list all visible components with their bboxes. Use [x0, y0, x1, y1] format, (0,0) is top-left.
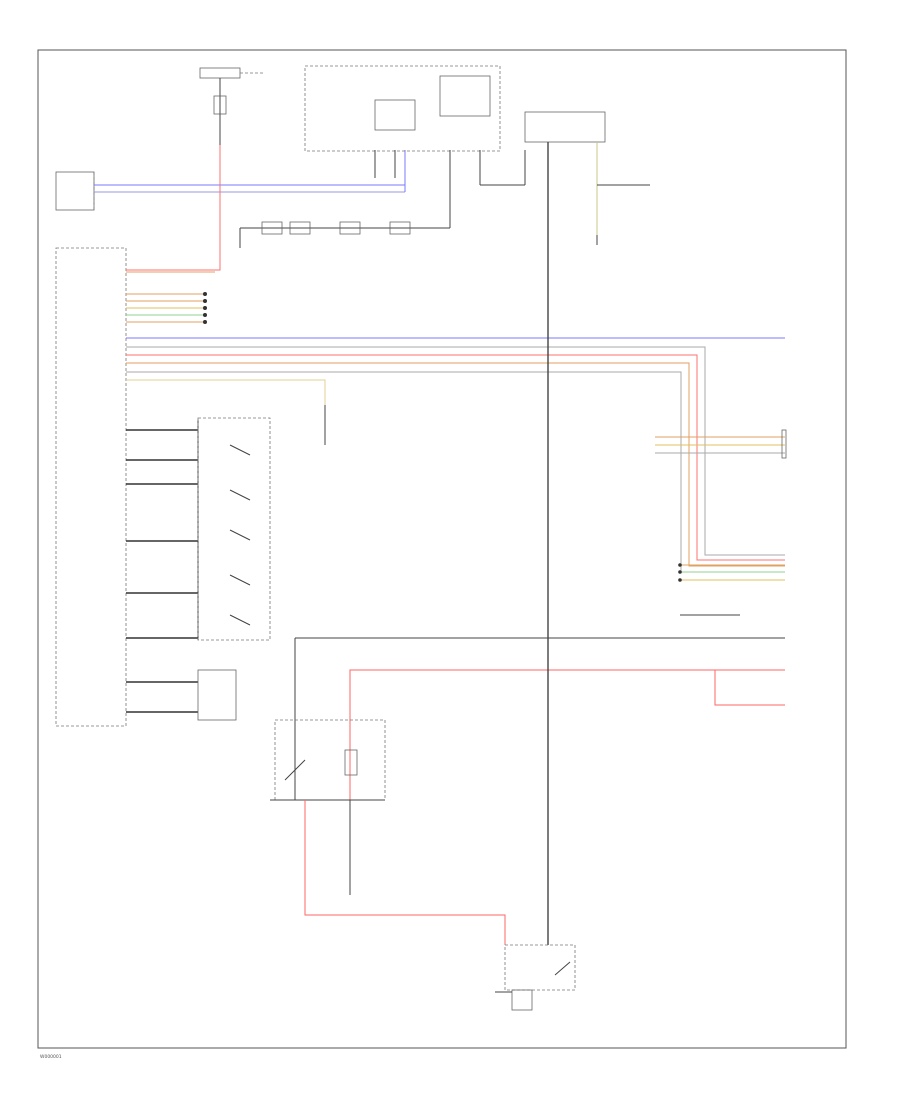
- module-steering-column: [55, 247, 127, 727]
- suppression-box: [524, 111, 650, 245]
- connector-right-middle: [678, 563, 785, 582]
- wire-bundle-ground: [126, 292, 207, 324]
- wire-red-long: [126, 354, 785, 561]
- fuse-top-left: [199, 67, 265, 145]
- relay-lower: [270, 719, 386, 801]
- wire-red-lower: [349, 669, 785, 800]
- wire-gray-long: [126, 346, 785, 556]
- diagram-frame: [37, 49, 847, 1049]
- wire-yellow-short: [126, 379, 326, 435]
- footer-code: W000001: [40, 1054, 62, 1060]
- starter-motor: [495, 944, 576, 1011]
- wire-red-branch: [714, 670, 785, 706]
- relay-box-top: [304, 65, 526, 228]
- switch-bank: [126, 417, 271, 721]
- wire-gray-long-2: [126, 371, 785, 573]
- wire-red-feed: [126, 145, 221, 271]
- wire-orange-long: [126, 362, 785, 567]
- connector-block-left: [55, 171, 95, 211]
- connector-right-upper: [655, 429, 787, 459]
- wire-red-starter: [304, 800, 506, 945]
- battery-row: [239, 221, 450, 248]
